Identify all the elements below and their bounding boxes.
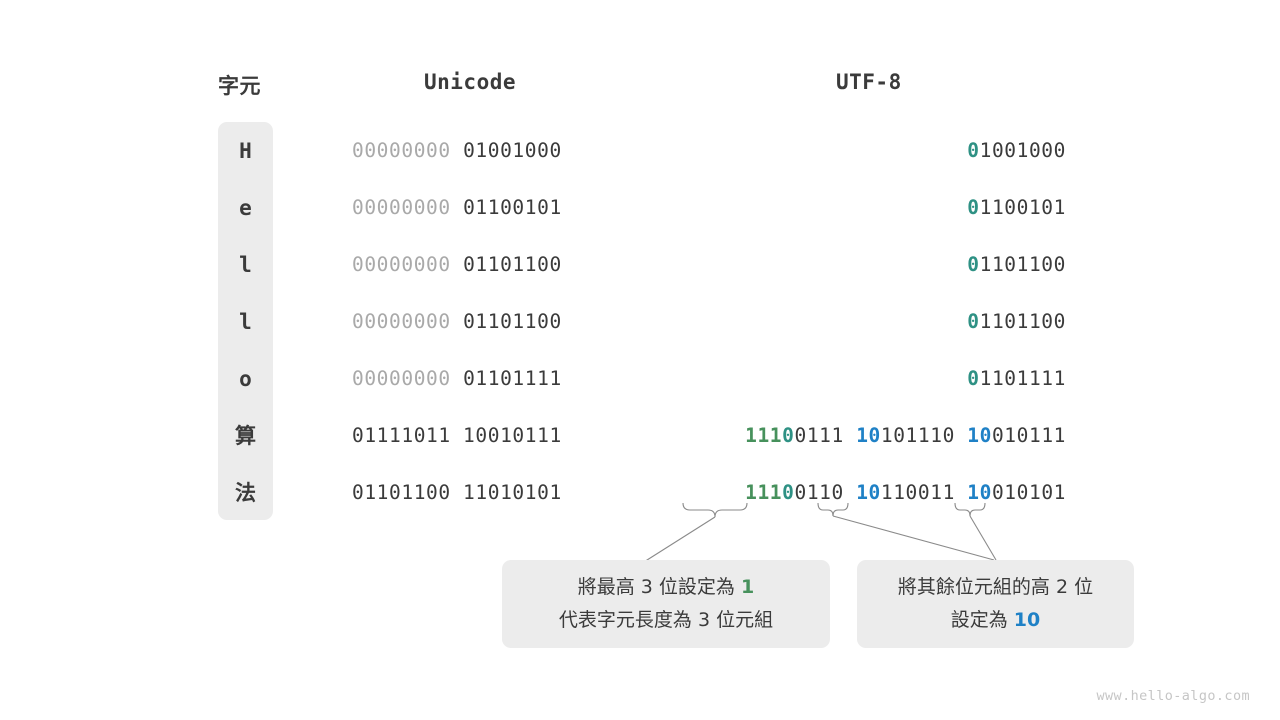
annotation-line-1: 將最高 3 位設定為 1 bbox=[577, 575, 755, 598]
unicode-binary-cell: 01111011 10010111 bbox=[352, 424, 562, 447]
character-cell: e bbox=[239, 196, 252, 220]
utf8-binary-cell: 11100111 10101110 10010111 bbox=[745, 424, 1066, 447]
utf8-binary-cell: 01101111 bbox=[967, 367, 1066, 390]
utf8-binary-cell: 01101100 bbox=[967, 253, 1066, 276]
unicode-binary-cell: 00000000 01101100 bbox=[352, 310, 562, 333]
watermark: www.hello-algo.com bbox=[1096, 688, 1250, 704]
utf8-binary-cell: 01101100 bbox=[967, 310, 1066, 333]
unicode-binary-cell: 00000000 01001000 bbox=[352, 139, 562, 162]
unicode-binary-cell: 00000000 01100101 bbox=[352, 196, 562, 219]
unicode-binary-cell: 00000000 01101111 bbox=[352, 367, 562, 390]
character-cell: 法 bbox=[235, 481, 256, 505]
column-header-character: 字元 bbox=[218, 74, 261, 98]
character-cell: l bbox=[239, 253, 252, 277]
character-cell: 算 bbox=[235, 424, 256, 448]
utf8-binary-cell: 11100110 10110011 10010101 bbox=[745, 481, 1066, 504]
unicode-binary-cell: 00000000 01101100 bbox=[352, 253, 562, 276]
utf8-binary-cell: 01001000 bbox=[967, 139, 1066, 162]
column-header-unicode: Unicode bbox=[424, 70, 517, 94]
character-cell: H bbox=[239, 139, 252, 163]
annotation-line-2: 代表字元長度為 3 位元組 bbox=[558, 609, 774, 631]
character-cell: o bbox=[239, 367, 252, 391]
character-column-capsule bbox=[218, 122, 273, 520]
column-header-utf8: UTF-8 bbox=[836, 70, 902, 94]
annotation-box-continuation-bits: 將其餘位元組的高 2 位 設定為 10 bbox=[857, 560, 1134, 648]
utf8-binary-cell: 01100101 bbox=[967, 196, 1066, 219]
character-cell: l bbox=[239, 310, 252, 334]
annotation-line-2: 設定為 10 bbox=[950, 609, 1041, 631]
annotation-box-leading-bits: 將最高 3 位設定為 1 代表字元長度為 3 位元組 bbox=[502, 560, 830, 648]
annotation-line-1: 將其餘位元組的高 2 位 bbox=[897, 575, 1094, 598]
unicode-binary-cell: 01101100 11010101 bbox=[352, 481, 562, 504]
